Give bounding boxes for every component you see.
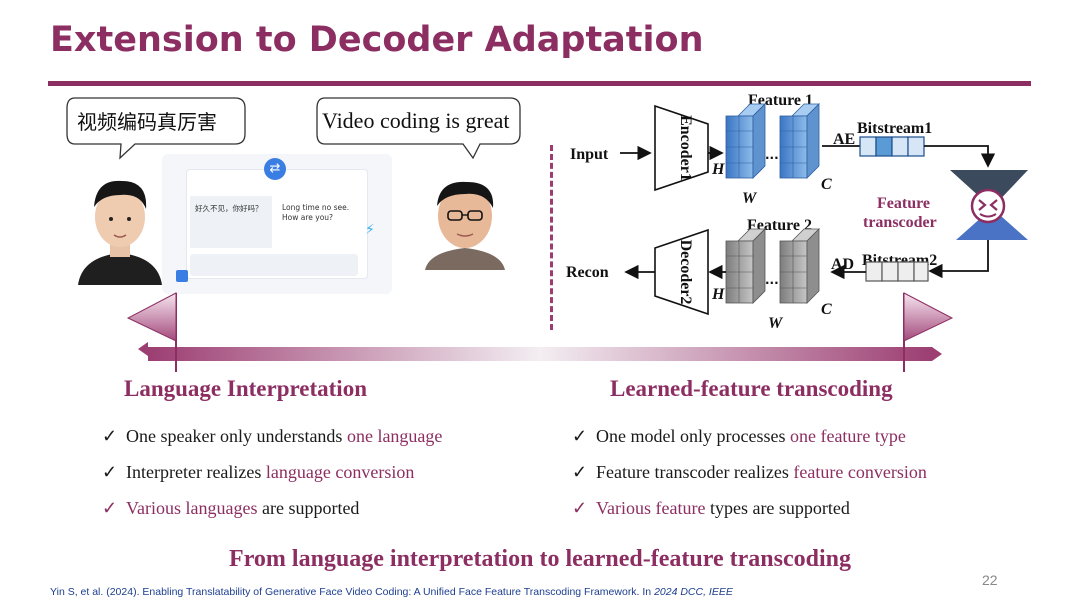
- right-bullet-2: ✓Feature transcoder realizes feature con…: [572, 462, 927, 482]
- feature1-dots: ...: [765, 148, 779, 162]
- right-bullet-1: ✓One model only processes one feature ty…: [572, 426, 906, 446]
- feature2-dim-w: W: [768, 315, 784, 332]
- bitstream1-blocks: [859, 136, 925, 157]
- speech-bubble-left: [66, 97, 246, 160]
- right-speaker-photo: [415, 170, 515, 270]
- left-bullet-2: ✓Interpreter realizes language conversio…: [102, 462, 415, 482]
- slide-title: Extension to Decoder Adaptation: [50, 20, 704, 60]
- left-illustration: 视频编码真厉害 Video coding is great 好久不见，你好吗？ …: [50, 92, 530, 322]
- check-icon: ✓: [102, 462, 118, 482]
- timeline-bar: [126, 292, 954, 372]
- feature1-dim-w: W: [742, 190, 758, 207]
- transcoder-out-arrow: [928, 240, 989, 279]
- feature2-dots: ...: [765, 273, 779, 287]
- check-icon: ✓: [102, 498, 118, 518]
- check-icon: ✓: [572, 498, 588, 518]
- right-flag: [903, 292, 954, 372]
- ad-label: AD: [831, 256, 854, 273]
- check-icon: ✓: [572, 462, 588, 482]
- encoder-block: [654, 104, 709, 192]
- feature1-dim-h: H: [711, 161, 725, 178]
- vertical-divider: [550, 145, 553, 330]
- bitstream1-arrow: [924, 145, 996, 168]
- recon-label: Recon: [566, 264, 609, 281]
- right-section-heading: Learned-feature transcoding: [610, 376, 893, 401]
- check-icon: ✓: [572, 426, 588, 446]
- feature1-dim-c: C: [821, 176, 832, 193]
- page-number: 22: [982, 572, 998, 588]
- transcoder-label-1: Feature: [877, 195, 930, 212]
- encoder-label: Encoder1: [677, 115, 694, 181]
- conclusion-text: From language interpretation to learned-…: [229, 546, 851, 572]
- app-corner-icon: [176, 270, 188, 282]
- speech-bubble-right: [316, 97, 521, 160]
- right-bullet-3: ✓Various feature types are supported: [572, 498, 850, 518]
- translator-source-text: 好久不见，你好吗？: [195, 204, 263, 213]
- bitstream2-blocks: [865, 261, 929, 282]
- translator-bottom-bar: [190, 254, 358, 276]
- bitstream1-label: Bitstream1: [857, 120, 932, 137]
- translator-target-text-2: How are you?: [282, 213, 334, 222]
- left-section-heading: Language Interpretation: [124, 376, 367, 401]
- feature1-tensor: [725, 103, 820, 179]
- lightning-icon: ⚡: [365, 222, 375, 238]
- feature2-dim-c: C: [821, 301, 832, 318]
- transcoding-diagram: Input Encoder1 Feature 1 ... H W C AE Bi…: [566, 92, 1028, 332]
- check-icon: ✓: [102, 426, 118, 446]
- citation: Yin S, et al. (2024). Enabling Translata…: [50, 586, 733, 598]
- left-speaker-photo: [70, 167, 170, 285]
- translator-source-box: [190, 196, 272, 248]
- feature2-dim-h: H: [711, 286, 725, 303]
- left-flag: [126, 292, 177, 372]
- ae-label: AE: [833, 131, 855, 148]
- bubble-chinese-text: 视频编码真厉害: [77, 110, 217, 134]
- left-bullet-3: ✓Various languages are supported: [102, 498, 360, 518]
- bubble-english-text: Video coding is great: [322, 108, 510, 133]
- feature2-tensor: [725, 228, 820, 304]
- translator-target-text-1: Long time no see.: [282, 203, 350, 212]
- title-divider: [48, 81, 1031, 86]
- decoder-block: [654, 228, 709, 316]
- input-label: Input: [570, 146, 609, 163]
- feature-transcoder-icon: [950, 170, 1028, 240]
- transcoder-label-2: transcoder: [863, 214, 937, 231]
- decoder-label: Decoder2: [677, 240, 694, 305]
- swap-icon[interactable]: ⇄: [264, 158, 286, 180]
- left-bullet-1: ✓One speaker only understands one langua…: [102, 426, 443, 446]
